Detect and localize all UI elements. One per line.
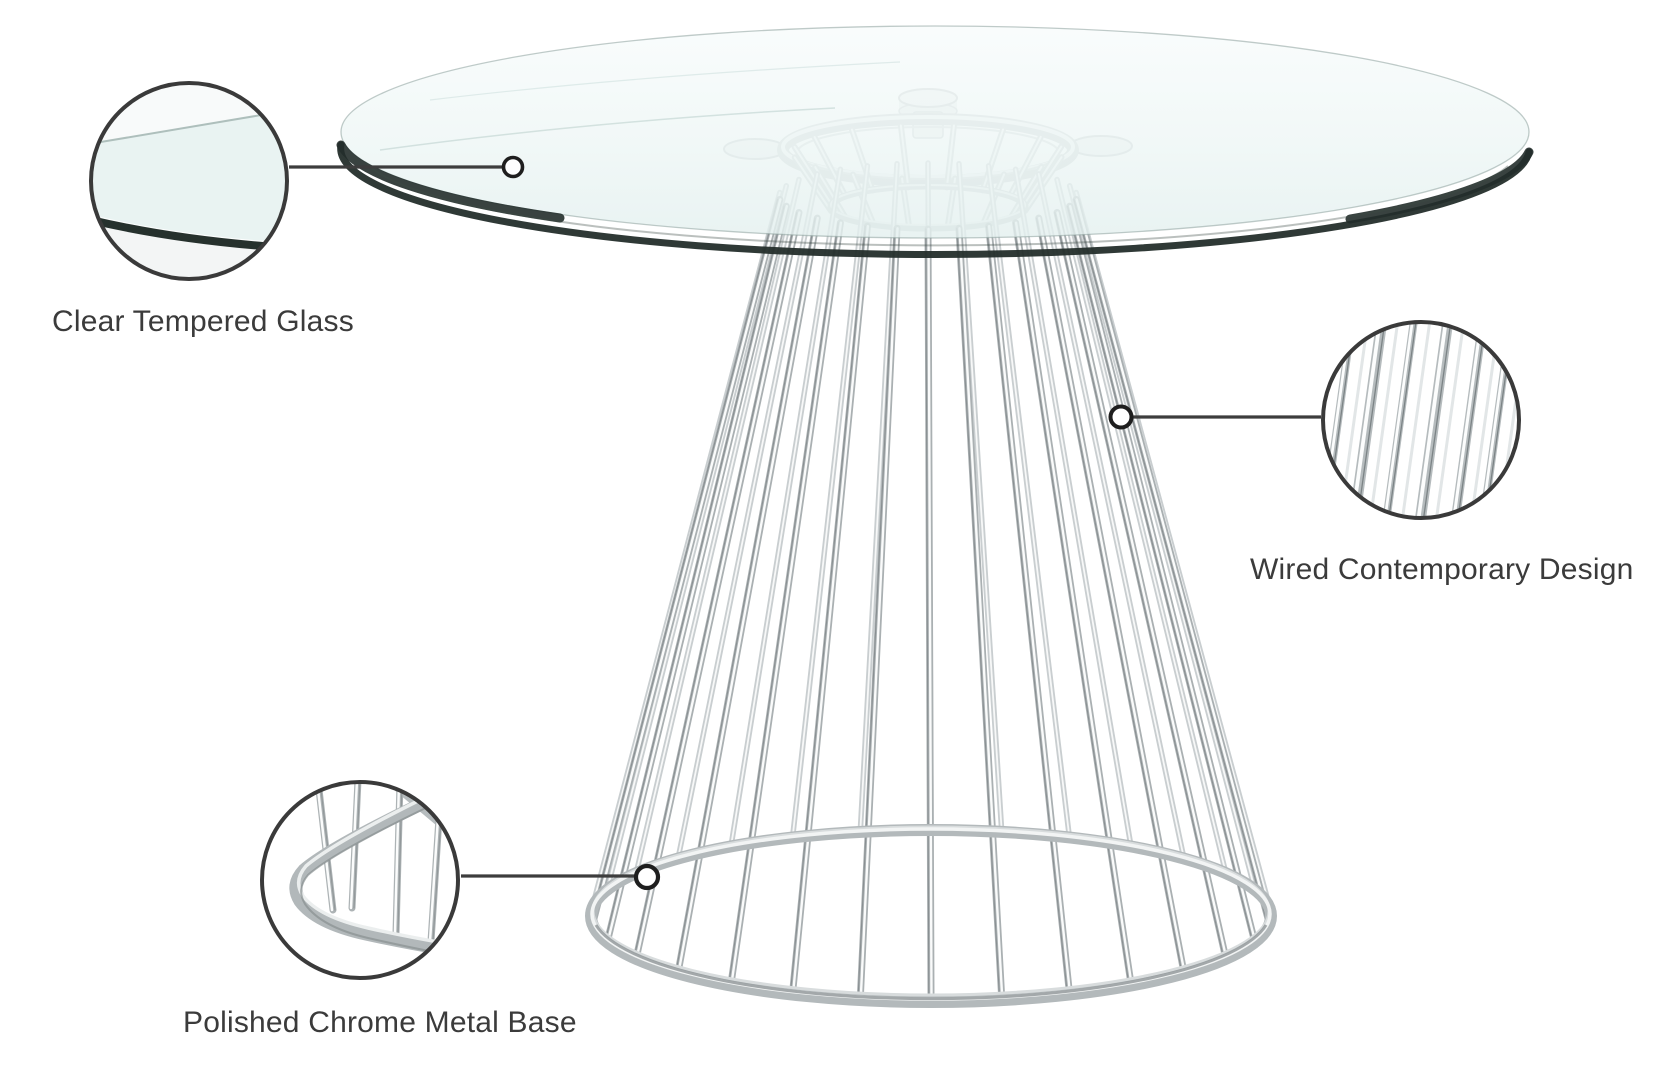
callout-marker-base-icon bbox=[633, 863, 661, 891]
callout-wires bbox=[1108, 404, 1321, 430]
inset-base-border bbox=[260, 780, 460, 980]
callout-marker-glass-icon bbox=[501, 155, 525, 179]
callout-glass bbox=[289, 155, 525, 179]
glass-reflection bbox=[379, 107, 836, 151]
inset-glass-magnifier bbox=[89, 81, 289, 281]
callout-label-base: Polished Chrome Metal Base bbox=[183, 1006, 577, 1039]
callout-label-glass: Clear Tempered Glass bbox=[52, 305, 354, 338]
inset-wires-magnifier bbox=[1321, 320, 1521, 520]
inset-glass-border bbox=[89, 81, 289, 281]
callout-marker-wires-icon bbox=[1108, 404, 1134, 430]
pedestal-rods-front bbox=[589, 195, 1273, 1003]
base-ring bbox=[585, 824, 1277, 1008]
callout-label-wires: Wired Contemporary Design bbox=[1250, 553, 1634, 586]
callout-base bbox=[461, 863, 661, 891]
glass-top bbox=[336, 25, 1534, 259]
inset-base-ring-band bbox=[289, 791, 446, 956]
inset-glass-surface-line bbox=[91, 109, 287, 145]
inset-wires-border bbox=[1321, 320, 1521, 520]
inset-base-magnifier bbox=[260, 780, 460, 980]
glass-front-edge bbox=[337, 141, 1533, 259]
